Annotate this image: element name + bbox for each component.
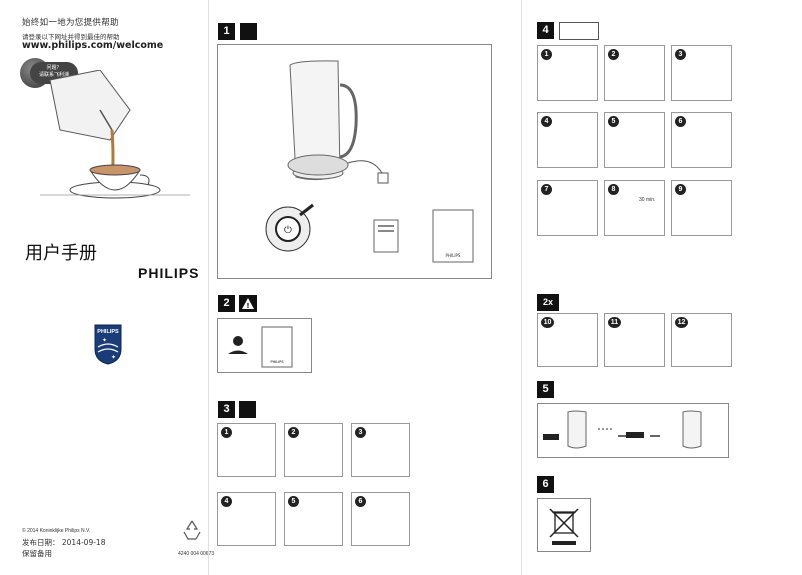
s3-step-1: 1 (217, 423, 276, 477)
badge-line-2: 请联系飞利浦 (38, 72, 69, 78)
svg-text:!: ! (246, 302, 249, 310)
descale-icon (559, 22, 599, 40)
kettle-overview-illustration: ⏻ PHILIPS (265, 60, 474, 263)
copyright: © 2014 Koninklijke Philips N.V. (22, 528, 91, 534)
s4-step-12: 12 (671, 313, 732, 367)
weee-bin-icon (549, 508, 579, 545)
s3-step-5-badge: 5 (288, 496, 299, 507)
s4-step-5-badge: 5 (608, 116, 619, 127)
keep-note: 保留备用 (22, 549, 52, 558)
boil-sequence-illustration (543, 410, 702, 449)
manual-brand: PHILIPS (270, 360, 284, 364)
fold-line-left (208, 0, 209, 575)
s4-step-10-badge: 10 (541, 317, 554, 328)
s3-step-3-badge: 3 (355, 427, 366, 438)
s3-step-1-badge: 1 (221, 427, 232, 438)
svg-text:⏻: ⏻ (284, 225, 292, 236)
hand-icon (239, 401, 256, 418)
s4-step-7: 7 (537, 180, 598, 236)
s3-step-4: 4 (217, 492, 276, 546)
s3-step-6-badge: 6 (355, 496, 366, 507)
s3-step-6: 6 (351, 492, 410, 546)
s4-step-1-badge: 1 (541, 49, 552, 60)
register-text: 请登录以下网址并得到最佳的帮助 (22, 33, 120, 41)
s3-step-3: 3 (351, 423, 410, 477)
s4-step-5: 5 (604, 112, 665, 168)
fold-line-right (521, 0, 522, 575)
section-2-number: 2 (218, 295, 235, 312)
release-date: 发布日期： 2014-09-18 (22, 538, 106, 547)
badge-line-1: 问题？ (46, 65, 62, 71)
svg-text:✦: ✦ (111, 354, 116, 361)
section-1-number: 1 (218, 23, 235, 40)
s4-step-3: 3 (671, 45, 732, 101)
s4-step-2: 2 (604, 45, 665, 101)
document-number: 4240 004 00673 (178, 551, 215, 557)
recycle-icon (183, 520, 201, 540)
s4-step-6: 6 (671, 112, 732, 168)
philips-shield-icon: PHILIPS ✦ ✦ (94, 324, 122, 365)
s3-step-5: 5 (284, 492, 343, 546)
s4-step-3-badge: 3 (675, 49, 686, 60)
svg-text:✦: ✦ (102, 337, 107, 344)
warning-icon: ! (239, 295, 257, 312)
s4-step-4: 4 (537, 112, 598, 168)
shield-label: PHILIPS (97, 329, 119, 335)
s4-step-10: 10 (537, 313, 598, 367)
unbox-icon (240, 23, 257, 40)
s4-step-11-badge: 11 (608, 317, 621, 328)
s4-step-2-badge: 2 (608, 49, 619, 60)
s4-step-7-badge: 7 (541, 184, 552, 195)
s3-step-2: 2 (284, 423, 343, 477)
section-6-frame (537, 498, 591, 552)
tagline: 始终如一地为您提供帮助 (22, 18, 119, 28)
s4-step-1: 1 (537, 45, 598, 101)
s4-step-8: 8 30 min. (604, 180, 665, 236)
read-manual-illustration: PHILIPS (228, 326, 293, 368)
s4-step-11: 11 (604, 313, 665, 367)
s4-step-6-badge: 6 (675, 116, 686, 127)
s3-step-4-badge: 4 (221, 496, 232, 507)
section-5-number: 5 (537, 381, 554, 398)
s4-step-8-badge: 8 (608, 184, 619, 195)
s3-step-2-badge: 2 (288, 427, 299, 438)
manual-title: 用户手册 (25, 243, 97, 264)
welcome-url[interactable]: www.philips.com/welcome (22, 40, 164, 51)
section-6-number: 6 (537, 476, 554, 493)
section-2-frame: PHILIPS (217, 318, 312, 373)
leaflet-brand: PHILIPS (446, 253, 461, 258)
repeat-2x-badge: 2x (537, 294, 559, 311)
pouring-kettle-illustration (40, 70, 190, 199)
s4-step-9-badge: 9 (675, 184, 686, 195)
s4-step-12-badge: 12 (675, 317, 688, 328)
s4-step-4-badge: 4 (541, 116, 552, 127)
philips-wordmark: PHILIPS (138, 265, 200, 281)
section-5-frame (537, 403, 729, 458)
section-3-number: 3 (218, 401, 235, 418)
timer-label: 30 min. (639, 197, 656, 203)
section-1-frame: ⏻ PHILIPS (217, 44, 492, 279)
section-4-number: 4 (537, 22, 554, 39)
s4-step-9: 9 (671, 180, 732, 236)
